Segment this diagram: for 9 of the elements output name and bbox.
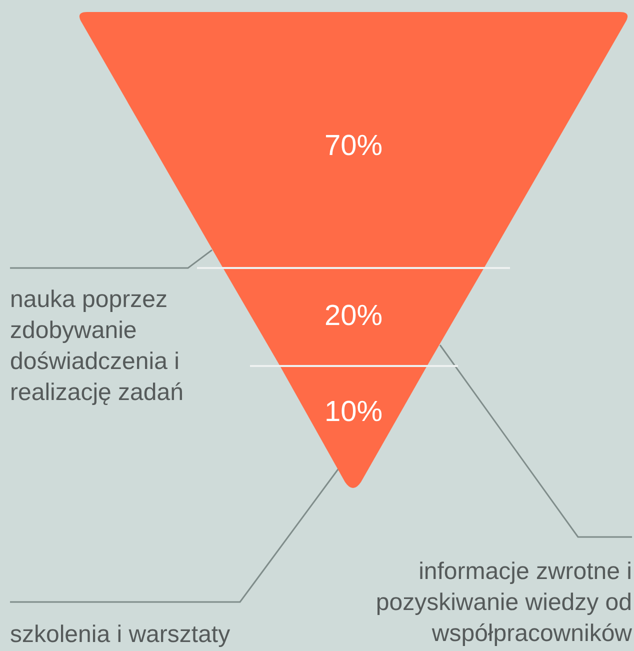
percentage-label: 10% <box>323 396 384 429</box>
percentage-label: 70% <box>323 130 384 163</box>
description-text: nauka poprzez zdobywanie doświadczenia i realizację zadań <box>10 285 184 408</box>
description-text: szkolenia i warsztaty <box>10 620 232 650</box>
leader-line <box>439 344 632 538</box>
leader-line <box>10 468 340 603</box>
description-text: informacje zwrotne i pozyskiwanie wiedzy od współpracowników <box>374 557 632 649</box>
percentage-label: 20% <box>323 300 384 333</box>
leader-line <box>10 249 212 269</box>
